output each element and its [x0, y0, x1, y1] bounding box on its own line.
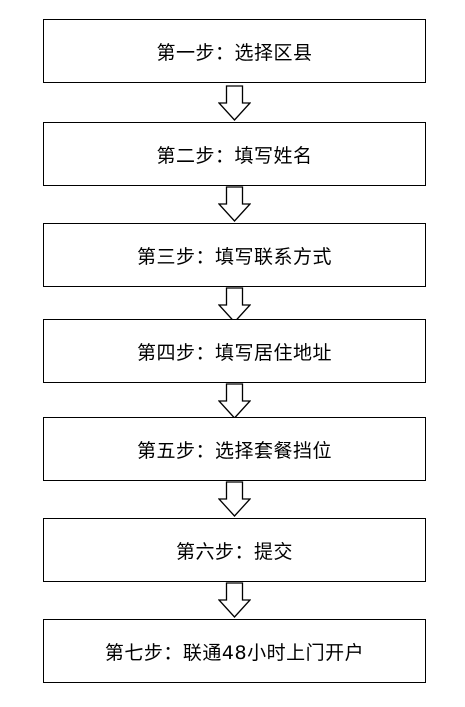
step-1-label: 第一步：选择区县	[156, 41, 313, 64]
step-2-box: 第二步：填写姓名	[43, 122, 426, 186]
step-7-box: 第七步：联通48小时上门开户	[43, 619, 426, 683]
down-arrow-icon	[218, 287, 251, 323]
step-1-box: 第一步：选择区县	[43, 19, 426, 83]
down-arrow-icon	[218, 582, 251, 618]
step-4-label: 第四步：填写居住地址	[136, 341, 332, 364]
down-arrow-icon	[218, 481, 251, 517]
down-arrow-icon	[218, 85, 251, 121]
step-2-label: 第二步：填写姓名	[156, 144, 313, 167]
down-arrow-icon	[218, 186, 251, 222]
step-6-box: 第六步：提交	[43, 518, 426, 582]
step-5-box: 第五步：选择套餐挡位	[43, 417, 426, 481]
step-5-label: 第五步：选择套餐挡位	[136, 439, 332, 462]
step-4-box: 第四步：填写居住地址	[43, 319, 426, 383]
step-3-box: 第三步：填写联系方式	[43, 223, 426, 287]
down-arrow-icon	[218, 383, 251, 419]
step-3-label: 第三步：填写联系方式	[136, 245, 332, 268]
step-6-label: 第六步：提交	[175, 540, 293, 563]
step-7-label: 第七步：联通48小时上门开户	[104, 641, 365, 664]
